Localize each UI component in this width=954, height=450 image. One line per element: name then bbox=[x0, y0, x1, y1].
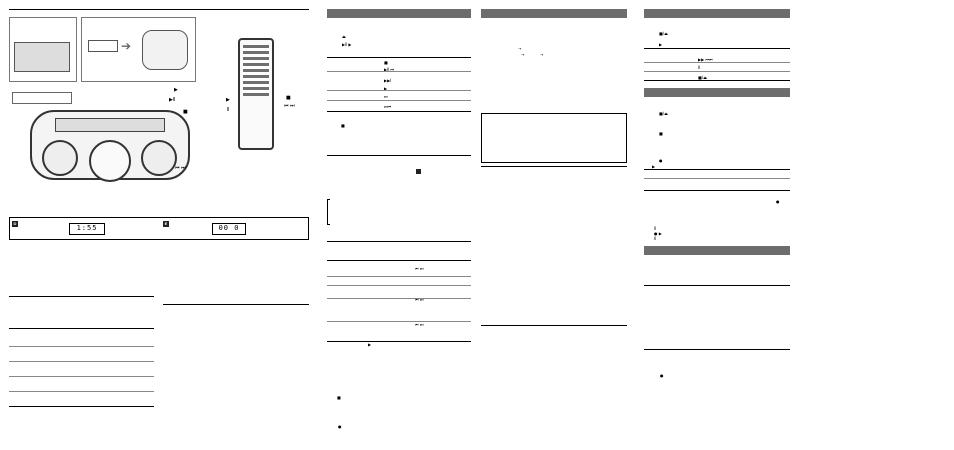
table-row-rule-2 bbox=[9, 361, 154, 362]
table2-rule-1 bbox=[644, 178, 790, 179]
section-header-band-1 bbox=[644, 9, 790, 18]
arrow-icon-2: → bbox=[521, 52, 525, 57]
section-header-band-2 bbox=[644, 88, 790, 97]
left-speaker bbox=[42, 140, 78, 176]
inset-figure-2 bbox=[81, 17, 196, 82]
stop-icon: ■ bbox=[659, 131, 663, 136]
table2-skip-icon: ⏮ ⏭ bbox=[415, 297, 424, 302]
table-row-rule-4 bbox=[9, 391, 154, 392]
section-rule-right bbox=[163, 304, 309, 305]
figure-tag-e: E bbox=[163, 221, 169, 227]
stop-icon: ■ bbox=[183, 109, 188, 115]
table-rule-1 bbox=[327, 71, 471, 72]
right-speaker bbox=[141, 140, 177, 176]
remote-button-grid bbox=[243, 44, 269, 96]
stop-eject-icon-2: ■/⏏ bbox=[698, 75, 707, 80]
table-rule-bottom bbox=[644, 80, 790, 81]
remote-play-icon: ▶ bbox=[226, 97, 230, 103]
bullet-dot-icon: ● bbox=[660, 373, 664, 378]
inset-figure-1 bbox=[9, 17, 77, 82]
arrow-icon-3: → bbox=[540, 52, 544, 57]
play-pause-icon: ▶Ⅱ ▶ bbox=[342, 42, 352, 47]
stop-eject-icon-3: ■/⏏ bbox=[659, 111, 668, 116]
table2-rule-4 bbox=[327, 321, 471, 322]
remote-pause-icon: Ⅱ bbox=[227, 107, 230, 113]
pause-icon-3: Ⅱ bbox=[654, 236, 656, 241]
table-row-rule-1 bbox=[9, 346, 154, 347]
section-rule bbox=[481, 166, 627, 167]
table-header-rule bbox=[9, 328, 154, 329]
figure-tag-d: D bbox=[12, 221, 18, 227]
play-icon: ▶ bbox=[659, 42, 663, 47]
section-rule bbox=[9, 296, 154, 297]
table2-rule-top bbox=[644, 169, 790, 170]
remote-stop-icon: ■ bbox=[286, 95, 291, 101]
cassette-illustration bbox=[14, 42, 70, 72]
table2-rule-bottom bbox=[644, 190, 790, 191]
skip-icon: ▶▶Ⅰ bbox=[384, 78, 392, 83]
play-prev-icon: ▶Ⅱ ⏮ bbox=[384, 67, 394, 72]
table2-rule-1 bbox=[327, 276, 471, 277]
table-rule-top bbox=[644, 48, 790, 49]
note-box bbox=[481, 113, 627, 163]
table2-rule-top bbox=[327, 260, 471, 261]
stop-note-icon: ■ bbox=[341, 123, 345, 128]
lcd-display-a: 1:55 bbox=[69, 223, 105, 235]
stop-icon: ■ bbox=[384, 60, 388, 65]
play-arrow-icon: ▶ bbox=[368, 342, 372, 347]
bullet-dot-icon: ● bbox=[338, 424, 342, 429]
cd-compartment bbox=[89, 140, 131, 182]
table-rule-3 bbox=[327, 100, 471, 101]
top-rule bbox=[9, 9, 309, 10]
pause-icon: Ⅱ bbox=[698, 65, 700, 70]
table-rule-bottom bbox=[327, 111, 471, 112]
ff-rew-icon: ▶▶ ⏮⏮ bbox=[698, 57, 713, 62]
table-rule-1 bbox=[644, 62, 790, 63]
section-header-band bbox=[327, 9, 471, 18]
display-figures-box bbox=[9, 217, 309, 240]
table2-prev-next-icon: ⏮ ⏭ bbox=[415, 266, 424, 271]
section-rule-2 bbox=[644, 349, 790, 350]
section-rule bbox=[327, 155, 471, 156]
play-icon: ▶ bbox=[384, 86, 388, 91]
hand-illustration bbox=[142, 30, 188, 70]
arrow-right-icon: ➔ bbox=[121, 39, 132, 53]
remote-skip-icon: ⏮ ⏭ bbox=[284, 103, 295, 109]
table-rule-2 bbox=[327, 90, 471, 91]
section-header-band-3 bbox=[644, 246, 790, 255]
lcd-display-b: 00 0 bbox=[212, 223, 246, 235]
next-prev-icon: ⏭⏮ bbox=[384, 104, 392, 109]
top-control-panel bbox=[55, 118, 165, 132]
play-icon-2: ▶ bbox=[652, 164, 656, 169]
prev-next-icon: ⏮ ⏭ bbox=[175, 165, 186, 171]
record-icon: ● bbox=[659, 158, 663, 163]
table-rule-2 bbox=[644, 71, 790, 72]
bracket bbox=[327, 199, 330, 225]
table2-rule-bottom bbox=[327, 341, 471, 342]
pause-icon-2: Ⅱ bbox=[654, 226, 656, 231]
arrow-icon-1: → bbox=[518, 46, 522, 51]
figure-tag-ref bbox=[416, 169, 421, 174]
next-icon: ⏭ bbox=[384, 94, 388, 99]
section-rule bbox=[644, 285, 790, 286]
section-rule-bottom bbox=[481, 325, 627, 326]
table-bottom-rule bbox=[9, 406, 154, 407]
table-row-rule-3 bbox=[9, 376, 154, 377]
battery-illustration bbox=[88, 40, 118, 52]
stop-eject-icon: ■/⏏ bbox=[659, 31, 668, 36]
section-rule-2 bbox=[327, 241, 471, 242]
record-play-icon: ● ▶ bbox=[654, 231, 662, 236]
table2-skip-icon-2: ⏮ ⏭ bbox=[415, 322, 424, 327]
button-row-illustration bbox=[12, 92, 72, 104]
table2-rule-2 bbox=[327, 285, 471, 286]
eject-icon: ⏏ bbox=[342, 34, 346, 39]
play-pause-icon: ▶Ⅱ bbox=[169, 97, 176, 103]
play-icon: ▶ bbox=[174, 87, 178, 93]
record-dot-icon: ● bbox=[776, 199, 780, 204]
table-rule-top bbox=[327, 57, 471, 58]
stop-square-icon: ■ bbox=[337, 395, 341, 400]
section-header-band bbox=[481, 9, 627, 18]
table2-rule-3 bbox=[327, 298, 471, 299]
